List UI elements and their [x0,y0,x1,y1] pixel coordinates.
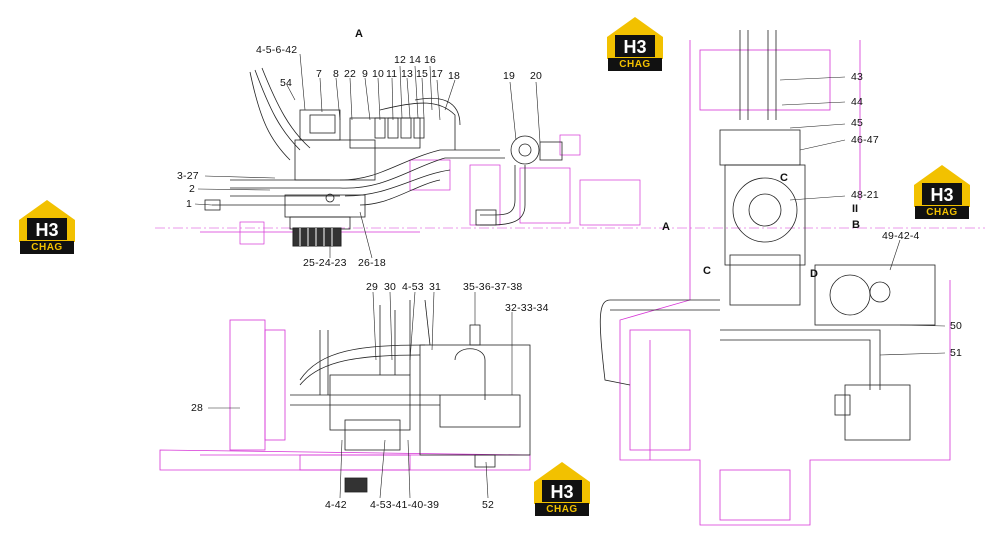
part-label: 8 [333,68,340,80]
part-label: 44 [851,96,864,108]
part-label: 4-53-41-40-39 [370,499,440,511]
section-mark-a-top: A [355,28,363,40]
part-label: 52 [482,499,495,511]
part-label: 2 [189,183,196,195]
section-mark-a-right: A [662,221,670,233]
part-label: 14 [409,54,422,66]
house-h3-icon: H3 [914,165,970,207]
right-view [599,30,951,526]
part-label: 4-5-6-42 [256,44,298,56]
part-label: 1 [186,198,193,210]
part-label: 46-47 [851,134,879,146]
part-label: 45 [851,117,864,129]
watermark-logo: H3 CHAG [17,198,77,256]
part-label: 10 [372,68,385,80]
part-label: 4-42 [325,499,347,511]
house-h3-icon: H3 [19,200,75,242]
part-label: 49-42-4 [882,230,920,242]
part-label: 3-27 [177,170,199,182]
section-mark-ii: II [852,203,859,215]
part-label: 22 [344,68,357,80]
part-label: 25-24-23 [303,257,347,269]
section-mark-b: B [852,219,860,231]
svg-text:H3: H3 [930,185,953,205]
part-label: 32-33-34 [505,302,549,314]
svg-text:H3: H3 [623,37,646,57]
leader-lines-bottom-left [208,291,513,499]
part-label: 4-53 [402,281,424,293]
part-label: 31 [429,281,442,293]
part-label: 20 [530,70,543,82]
leader-lines-top-left [194,53,541,259]
part-label: 26-18 [358,257,386,269]
part-label: 35-36-37-38 [463,281,523,293]
section-mark-c-1: C [780,172,788,184]
leader-lines-right [779,76,946,356]
part-label: 15 [416,68,429,80]
part-label: 48-21 [851,189,879,201]
watermark-logo: H3 CHAG [912,163,972,221]
part-label: 7 [316,68,323,80]
part-label: 28 [191,402,204,414]
top-left-view [155,67,985,247]
part-label: 16 [424,54,437,66]
part-label: 18 [448,70,461,82]
part-label: 9 [362,68,369,80]
part-label: 11 [386,68,398,80]
part-label: 30 [384,281,397,293]
part-label: 43 [851,71,864,83]
bottom-left-view [159,299,531,493]
part-label: 19 [503,70,516,82]
section-mark-d: D [810,268,818,280]
section-mark-c-2: C [703,265,711,277]
part-label: 12 [394,54,407,66]
svg-text:H3: H3 [35,220,58,240]
watermark-logo: H3 CHAG [532,460,592,518]
watermark-logo: H3 CHAG [605,15,665,73]
part-label: 29 [366,281,379,293]
house-h3-icon: H3 [534,462,590,504]
part-label: 50 [950,320,963,332]
part-label: 17 [431,68,444,80]
part-label: 51 [950,347,963,359]
svg-text:H3: H3 [550,482,573,502]
house-h3-icon: H3 [607,17,663,59]
part-label: 54 [280,77,293,89]
part-label: 13 [401,68,414,80]
